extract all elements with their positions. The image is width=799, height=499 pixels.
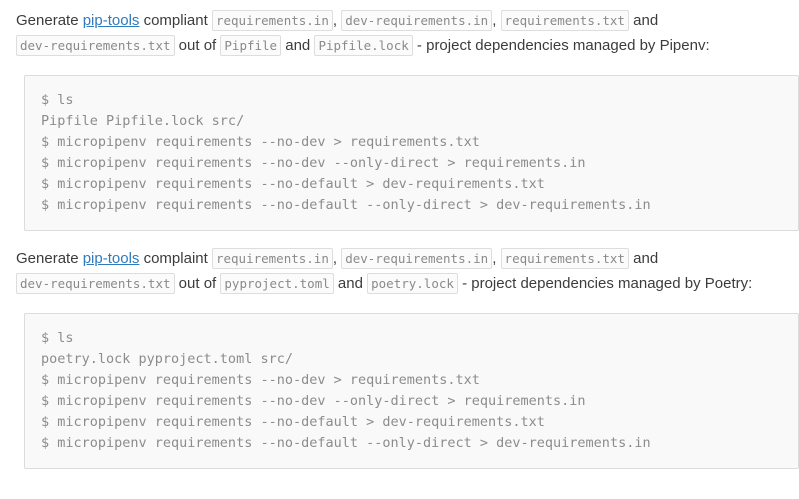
paragraph-pipenv-wrapper: Generate pip-tools compliant requirement…: [16, 8, 777, 58]
inline-code-dev-requirements-in: dev-requirements.in: [341, 10, 493, 31]
paragraph-poetry-wrapper: Generate pip-tools complaint requirement…: [16, 246, 777, 296]
inline-code-requirements-txt: requirements.txt: [500, 10, 629, 31]
code-line: $ micropipenv requirements --no-dev --on…: [41, 155, 586, 171]
code-line: $ ls: [41, 330, 74, 346]
inline-code-pipfile-lock: Pipfile.lock: [314, 35, 413, 56]
code-line: $ micropipenv requirements --no-dev --on…: [41, 393, 586, 409]
inline-code-dev-requirements-in: dev-requirements.in: [341, 248, 493, 269]
code-line: poetry.lock pyproject.toml src/: [41, 351, 293, 367]
code-line: $ micropipenv requirements --no-dev > re…: [41, 134, 480, 150]
pip-tools-link[interactable]: pip-tools: [82, 250, 140, 267]
inline-code-requirements-in: requirements.in: [211, 10, 333, 31]
separator-and-1: and: [628, 12, 659, 29]
paragraph-mid-text: out of: [174, 275, 221, 292]
code-line: $ micropipenv requirements --no-dev > re…: [41, 372, 480, 388]
paragraph-tail-text: - project dependencies managed by Poetry…: [457, 275, 753, 292]
section-spacer: [12, 231, 787, 246]
inline-code-requirements-in: requirements.in: [211, 248, 333, 269]
paragraph-tail-text: - project dependencies managed by Pipenv…: [412, 37, 710, 54]
code-block-pipenv: $ ls Pipfile Pipfile.lock src/ $ micropi…: [24, 75, 799, 231]
code-line: $ micropipenv requirements --no-default …: [41, 176, 545, 192]
document-page: Generate pip-tools compliant requirement…: [12, 8, 799, 469]
code-line: $ micropipenv requirements --no-default …: [41, 197, 651, 213]
paragraph-lead-text: Generate: [16, 250, 83, 267]
separator-comma-1: ,: [332, 250, 342, 267]
inline-code-requirements-txt: requirements.txt: [500, 248, 629, 269]
inline-code-poetry-lock: poetry.lock: [367, 273, 458, 294]
paragraph-mid-text: out of: [174, 37, 221, 54]
paragraph-after-link-text: compliant: [139, 12, 212, 29]
paragraph-after-link-text: complaint: [139, 250, 212, 267]
code-line: $ ls: [41, 92, 74, 108]
separator-comma-2: ,: [492, 250, 501, 267]
code-block-poetry: $ ls poetry.lock pyproject.toml src/ $ m…: [24, 313, 799, 469]
separator-and-1: and: [628, 250, 659, 267]
separator-comma-2: ,: [492, 12, 501, 29]
separator-comma-1: ,: [332, 12, 342, 29]
section-poetry: Generate pip-tools complaint requirement…: [12, 246, 799, 469]
paragraph-pipenv: Generate pip-tools compliant requirement…: [16, 8, 777, 58]
inline-code-dev-requirements-txt: dev-requirements.txt: [16, 35, 175, 56]
inline-code-pipfile: Pipfile: [220, 35, 282, 56]
code-line: Pipfile Pipfile.lock src/: [41, 113, 245, 129]
code-line: $ micropipenv requirements --no-default …: [41, 414, 545, 430]
separator-and-2: and: [281, 37, 315, 54]
pip-tools-link[interactable]: pip-tools: [82, 12, 140, 29]
section-pipenv: Generate pip-tools compliant requirement…: [12, 8, 799, 231]
paragraph-poetry: Generate pip-tools complaint requirement…: [16, 246, 777, 296]
separator-and-2: and: [333, 275, 368, 292]
code-block-poetry-content[interactable]: $ ls poetry.lock pyproject.toml src/ $ m…: [25, 328, 798, 454]
code-block-pipenv-content[interactable]: $ ls Pipfile Pipfile.lock src/ $ micropi…: [25, 90, 798, 216]
inline-code-dev-requirements-txt: dev-requirements.txt: [16, 273, 175, 294]
paragraph-lead-text: Generate: [16, 12, 83, 29]
code-line: $ micropipenv requirements --no-default …: [41, 435, 651, 451]
inline-code-pyproject-toml: pyproject.toml: [220, 273, 334, 294]
